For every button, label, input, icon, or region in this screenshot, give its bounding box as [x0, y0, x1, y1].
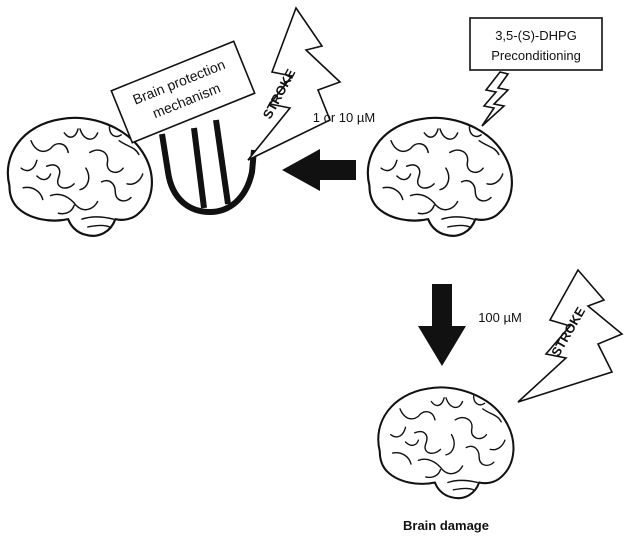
dose-low-label: 1 or 10 µM	[313, 110, 375, 125]
dhpg-bolt-icon	[481, 71, 510, 127]
shield-stripe-left	[191, 127, 207, 209]
dose-high-label: 100 µM	[478, 310, 522, 325]
dhpg-box-line1: 3,5-(S)-DHPG	[495, 28, 577, 43]
dhpg-box-line2: Preconditioning	[491, 48, 581, 63]
arrow-left-icon	[282, 149, 356, 191]
shield-icon	[159, 133, 257, 215]
shield-stripe-right	[213, 119, 231, 205]
protection-box: Brain protection mechanism	[110, 40, 256, 144]
brain-right-icon	[366, 116, 513, 237]
stroke-bolt-bottom-icon: STROKE	[517, 268, 624, 403]
brain-bottom-icon	[377, 386, 515, 500]
outcome-label: Brain damage	[403, 518, 489, 533]
dhpg-box: 3,5-(S)-DHPG Preconditioning	[469, 17, 603, 71]
stroke-bolt-top-icon: STROKE	[247, 6, 342, 161]
arrow-down-icon	[418, 284, 466, 366]
